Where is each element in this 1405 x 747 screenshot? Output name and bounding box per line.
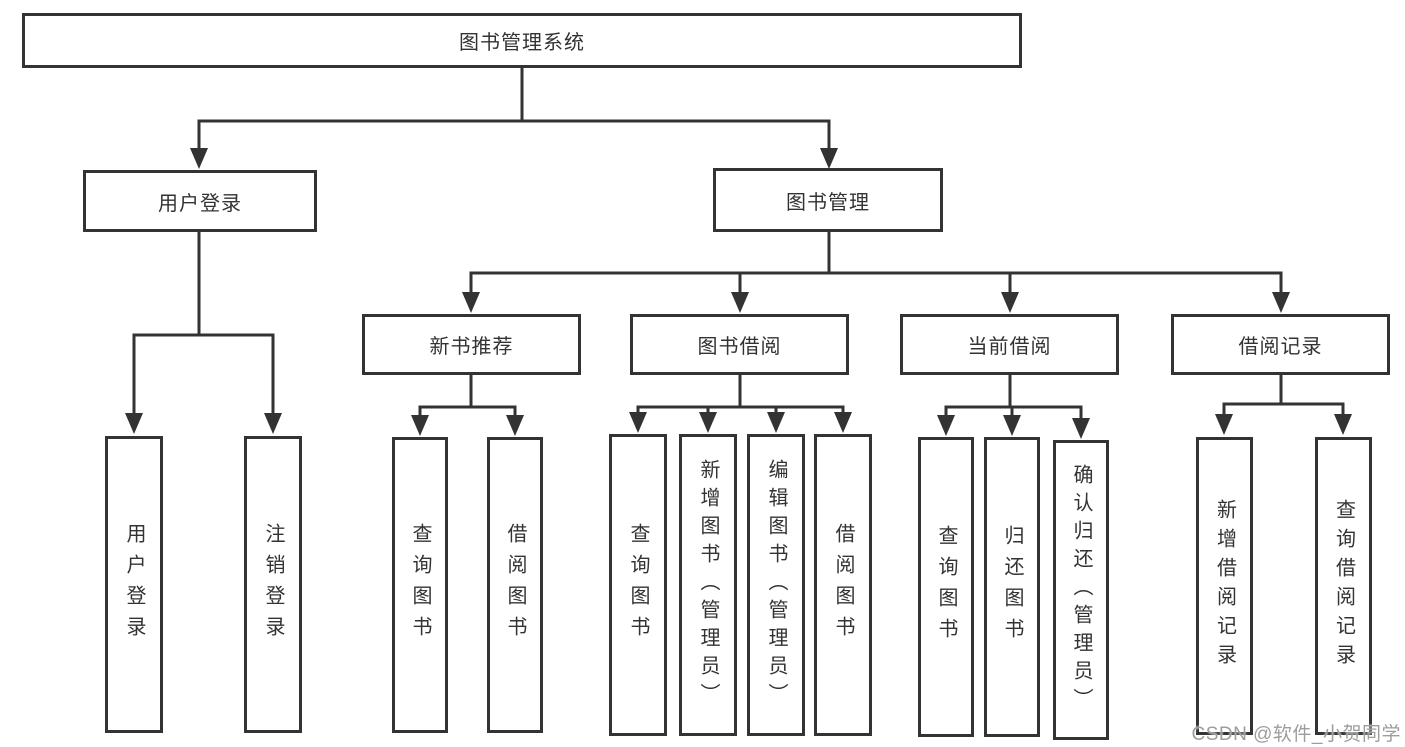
node-borrow-records: 借阅记录: [1171, 314, 1390, 375]
leaf-borrow-query-books-label: 查询图书: [627, 523, 649, 647]
connector-recommend-to-leaves: [411, 375, 524, 436]
leaf-current-query-books-label: 查询图书: [935, 525, 957, 649]
arrowhead: [699, 412, 717, 433]
leaf-current-confirm-return-admin-label: 确认归还（管理员）: [1070, 464, 1092, 716]
connector-management-to-modules: [462, 232, 1290, 313]
arrowhead: [834, 412, 852, 433]
leaf-user-login: 用户登录: [105, 436, 163, 733]
connector-borrow-to-leaves: [629, 375, 852, 433]
leaf-borrow-borrow-books: 借阅图书: [814, 434, 872, 736]
arrowhead: [411, 415, 429, 436]
leaf-current-query-books: 查询图书: [918, 437, 974, 737]
leaf-recommend-borrow-books-label: 借阅图书: [504, 523, 526, 647]
arrowhead: [462, 292, 480, 313]
leaf-current-return-books-label: 归还图书: [1001, 525, 1023, 649]
arrowhead: [1001, 292, 1019, 313]
leaf-logout-label: 注销登录: [262, 522, 284, 647]
node-current-borrow: 当前借阅: [900, 314, 1119, 375]
leaf-records-add-record-label: 新增借阅记录: [1213, 499, 1236, 673]
arrowhead: [1215, 414, 1233, 435]
leaf-borrow-edit-books-admin-label: 编辑图书（管理员）: [765, 459, 787, 711]
arrowhead: [767, 412, 785, 433]
node-book-management: 图书管理: [713, 168, 943, 232]
node-book-borrow: 图书借阅: [630, 314, 849, 375]
leaf-recommend-query-books: 查询图书: [392, 437, 448, 733]
leaf-current-confirm-return-admin: 确认归还（管理员）: [1053, 440, 1109, 740]
leaf-borrow-borrow-books-label: 借阅图书: [832, 523, 854, 647]
leaf-recommend-borrow-books: 借阅图书: [487, 437, 543, 733]
connector-current-to-leaves: [937, 375, 1090, 439]
connector-root-to-branches: [190, 68, 838, 169]
leaf-user-login-label: 用户登录: [123, 522, 145, 647]
arrowhead: [1003, 415, 1021, 436]
leaf-recommend-query-books-label: 查询图书: [409, 523, 431, 647]
arrowhead: [820, 148, 838, 169]
arrowhead: [190, 148, 208, 169]
connector-login-to-leaves: [125, 232, 282, 434]
node-library-management-system: 图书管理系统: [22, 13, 1022, 68]
arrowhead: [1072, 418, 1090, 439]
watermark: CSDN @软件_小贺同学: [1191, 724, 1401, 745]
node-new-book-recommend: 新书推荐: [362, 314, 581, 375]
arrowhead: [264, 413, 282, 434]
connector-records-to-leaves: [1215, 375, 1352, 435]
leaf-logout: 注销登录: [244, 436, 302, 733]
arrowhead: [1272, 292, 1290, 313]
leaf-borrow-edit-books-admin: 编辑图书（管理员）: [747, 434, 805, 736]
node-user-login: 用户登录: [83, 170, 317, 232]
arrowhead: [1334, 414, 1352, 435]
arrowhead: [629, 412, 647, 433]
leaf-records-query-record-label: 查询借阅记录: [1332, 499, 1355, 673]
leaf-records-query-record: 查询借阅记录: [1315, 437, 1372, 735]
leaf-borrow-add-books-admin-label: 新增图书（管理员）: [697, 459, 719, 711]
leaf-borrow-add-books-admin: 新增图书（管理员）: [679, 434, 737, 736]
arrowhead: [937, 415, 955, 436]
leaf-borrow-query-books: 查询图书: [609, 434, 667, 736]
arrowhead: [506, 415, 524, 436]
leaf-current-return-books: 归还图书: [984, 437, 1040, 737]
leaf-records-add-record: 新增借阅记录: [1196, 437, 1253, 735]
arrowhead: [125, 413, 143, 434]
arrowhead: [731, 292, 749, 313]
